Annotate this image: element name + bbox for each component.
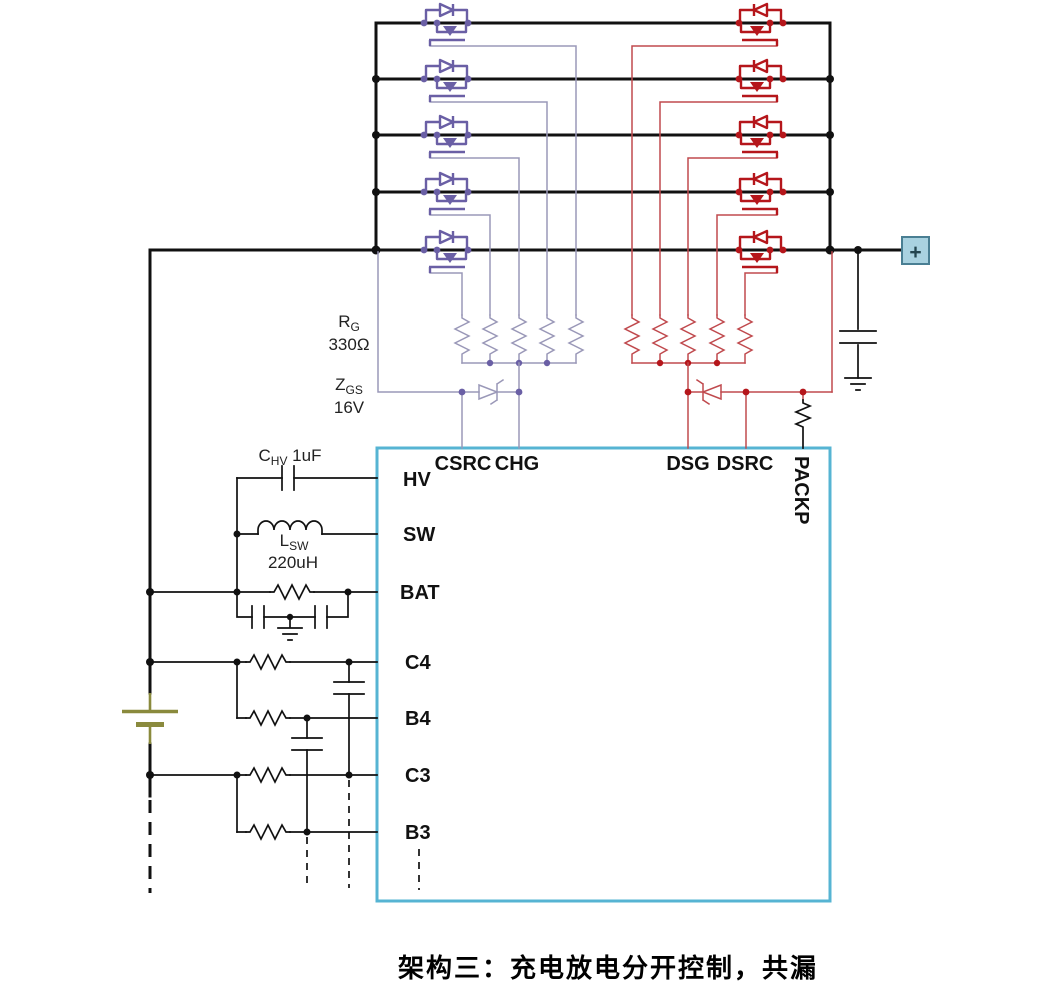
gate-zener-value: 16V (334, 398, 365, 417)
pin-c4: C4 (405, 652, 431, 674)
sw-inductor-label: LSW (280, 531, 309, 553)
charge-mosfet (419, 58, 473, 104)
gate-zener-label: ZGS (335, 375, 363, 397)
sw-inductor-value: 220uH (268, 553, 318, 572)
pin-c3: C3 (405, 765, 431, 787)
discharge-mosfet (734, 171, 788, 217)
discharge-gate-network (624, 45, 833, 449)
pin-packp: PACKP (790, 456, 812, 525)
pin-bat: BAT (400, 582, 440, 604)
pin-dsrc: DSRC (717, 453, 774, 475)
cell-capacitor-icon (291, 737, 323, 751)
pin-b3: B3 (405, 822, 431, 844)
gate-resistor (624, 314, 640, 364)
pin-chg: CHG (495, 453, 539, 475)
gate-resistor (539, 314, 555, 364)
discharge-mosfet (734, 58, 788, 104)
gate-resistor-value: 330Ω (328, 335, 369, 354)
bat-series-resistor (269, 584, 315, 600)
charge-mosfet (419, 229, 473, 275)
bat-capacitors-icon (251, 605, 328, 629)
ground-icon (844, 377, 872, 391)
discharge-mosfet (734, 229, 788, 275)
cell-capacitor-icon (333, 681, 365, 695)
gate-resistor (737, 314, 753, 364)
charge-gate-zener-icon (478, 378, 520, 406)
gate-resistor (482, 314, 498, 364)
sw-inductor-icon (257, 520, 323, 535)
discharge-mosfet (734, 2, 788, 48)
bms-ic-box (375, 446, 832, 903)
pin-b4: B4 (405, 708, 431, 730)
pack-positive-terminal: + (901, 236, 930, 265)
pack-terminal-box (901, 236, 930, 265)
charge-mosfet (419, 114, 473, 160)
pack-plus-label: + (909, 241, 921, 264)
discharge-mosfet (734, 114, 788, 160)
battery-cell-symbol (122, 693, 178, 744)
pin-sw: SW (403, 524, 435, 546)
b4-series-resistor (245, 710, 291, 726)
csrc-net-wire (377, 251, 480, 393)
component-labels: RG 330Ω ZGS 16V CHV 1uF LSW 220uH (259, 312, 370, 572)
charge-mosfet (419, 171, 473, 217)
gate-resistor (568, 314, 584, 364)
gate-resistor (680, 314, 696, 364)
pin-dsg: DSG (666, 453, 709, 475)
gate-resistor (454, 314, 470, 364)
c4-series-resistor (245, 654, 291, 670)
charge-gate-network (377, 45, 584, 449)
pin-csrc: CSRC (435, 453, 492, 475)
charge-mosfet (419, 2, 473, 48)
hv-capacitor-label: CHV 1uF (259, 446, 322, 468)
gate-resistor (652, 314, 668, 364)
discharge-fet-bank (734, 2, 788, 275)
ground-icon (277, 616, 303, 641)
packp-series-resistor (793, 399, 813, 449)
hv-capacitor-icon (281, 465, 295, 491)
pin-hv: HV (403, 469, 431, 491)
pack-filter-capacitor (839, 249, 877, 391)
b3-series-resistor (245, 824, 291, 840)
ic-support-circuits (149, 465, 420, 890)
gate-resistor-label: RG (338, 312, 360, 334)
discharge-gate-zener-icon (687, 378, 722, 406)
gate-resistor (511, 314, 527, 364)
c3-series-resistor (245, 767, 291, 783)
charge-fet-bank (419, 2, 473, 275)
gate-resistor (709, 314, 725, 364)
figure-caption: 架构三：充电放电分开控制，共漏 (398, 953, 818, 983)
ic-pin-labels: CSRC CHG DSG DSRC PACKP HV SW BAT C4 B4 … (400, 453, 812, 844)
